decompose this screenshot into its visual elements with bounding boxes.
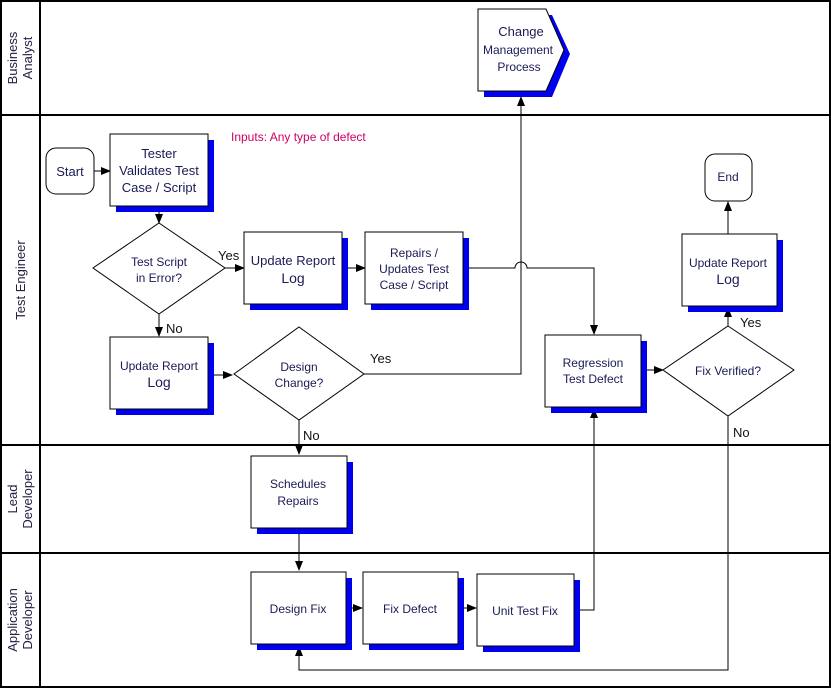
edge-label-no: No <box>733 425 750 440</box>
svg-text:Test Defect: Test Defect <box>563 372 624 386</box>
fix-verified-decision: Fix Verified? <box>662 325 795 417</box>
lane-label-lead-developer: Lead Developer <box>5 469 35 529</box>
lane-label-business-analyst: Business Analyst <box>5 31 35 84</box>
svg-text:Application: Application <box>5 588 20 652</box>
svg-text:Fix Verified?: Fix Verified? <box>695 364 761 378</box>
svg-text:Log: Log <box>281 270 304 286</box>
svg-text:Process: Process <box>497 60 540 74</box>
end-node: End <box>704 153 753 202</box>
connectors <box>94 96 732 671</box>
edge-label-no: No <box>303 428 320 443</box>
svg-text:Case / Script: Case / Script <box>122 180 197 195</box>
update-report-log-node: Update Report Log <box>109 336 214 415</box>
svg-text:Repairs /: Repairs / <box>390 246 439 260</box>
svg-text:Update Report: Update Report <box>120 359 199 373</box>
svg-text:Update Report: Update Report <box>251 253 336 268</box>
svg-text:Repairs: Repairs <box>277 494 318 508</box>
edge-label-yes: Yes <box>218 248 240 263</box>
edge-design-yes <box>364 96 525 375</box>
svg-text:Log: Log <box>716 271 739 287</box>
svg-text:Updates Test: Updates Test <box>379 262 449 276</box>
unit-test-fix-node: Unit Test Fix <box>476 573 580 652</box>
inputs-note: Inputs: Any type of defect <box>231 130 366 144</box>
svg-text:Developer: Developer <box>20 590 35 650</box>
svg-text:End: End <box>717 170 738 184</box>
change-management-node: Change Management Process <box>477 8 570 97</box>
svg-text:Change?: Change? <box>275 376 324 390</box>
svg-text:Business: Business <box>5 31 20 84</box>
edge-label-yes: Yes <box>740 315 762 330</box>
edge-unittest-regression <box>574 408 598 611</box>
update-report-log-node: Update Report Log <box>681 233 783 312</box>
svg-text:Management: Management <box>483 43 554 57</box>
svg-text:Developer: Developer <box>20 469 35 529</box>
svg-text:Tester: Tester <box>141 146 177 161</box>
svg-text:Validates Test: Validates Test <box>119 163 199 178</box>
test-script-error-decision: Test Script in Error? <box>92 222 226 315</box>
edge-repairs-regression <box>464 261 598 335</box>
schedules-repairs-node: Schedules Repairs <box>250 455 353 534</box>
svg-text:Update Report: Update Report <box>689 256 768 270</box>
svg-text:Test Engineer: Test Engineer <box>13 240 28 320</box>
svg-text:Regression: Regression <box>563 356 624 370</box>
svg-text:Case / Script: Case / Script <box>380 278 449 292</box>
svg-text:Test Script: Test Script <box>131 255 188 269</box>
svg-text:Change: Change <box>498 24 544 39</box>
svg-text:Lead: Lead <box>5 485 20 514</box>
edge-verify-no <box>295 416 729 671</box>
design-change-decision: Design Change? <box>233 326 365 421</box>
tester-validates-node: Tester Validates Test Case / Script <box>109 133 214 212</box>
svg-text:Unit Test Fix: Unit Test Fix <box>492 604 558 618</box>
lane-label-application-developer: Application Developer <box>5 588 35 652</box>
svg-text:Log: Log <box>147 374 170 390</box>
svg-text:Design Fix: Design Fix <box>270 602 327 616</box>
svg-text:Fix Defect: Fix Defect <box>383 602 438 616</box>
update-report-log-node: Update Report Log <box>243 231 348 310</box>
repairs-updates-node: Repairs / Updates Test Case / Script <box>364 231 469 310</box>
fix-defect-node: Fix Defect <box>362 571 464 650</box>
svg-text:Design: Design <box>280 360 317 374</box>
svg-text:Analyst: Analyst <box>20 36 35 79</box>
regression-test-defect-node: Regression Test Defect <box>544 334 647 413</box>
start-node: Start <box>45 147 95 195</box>
lane-label-test-engineer: Test Engineer <box>13 240 28 320</box>
svg-text:Start: Start <box>56 164 84 179</box>
svg-text:Schedules: Schedules <box>270 477 326 491</box>
design-fix-node: Design Fix <box>250 571 352 650</box>
edge-label-no: No <box>166 321 183 336</box>
edge-label-yes: Yes <box>370 351 392 366</box>
svg-text:in Error?: in Error? <box>136 271 182 285</box>
